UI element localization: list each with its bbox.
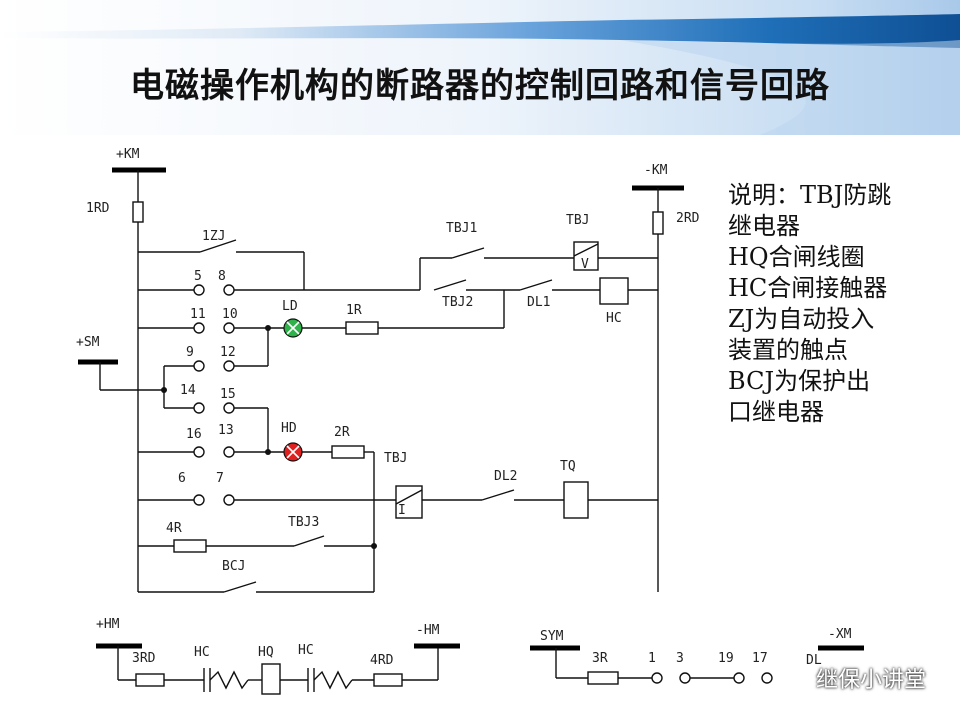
fuse-1rd-label: 1RD <box>86 201 110 216</box>
node-12: 12 <box>220 345 236 360</box>
resistor-4r <box>173 539 207 553</box>
contact-dl1 <box>519 279 553 291</box>
green-lamp-ld <box>283 318 303 338</box>
resistor-4r-label: 4R <box>166 521 182 536</box>
title-banner <box>0 0 960 135</box>
contact-dl2-label: DL2 <box>494 469 517 484</box>
fuse-1rd <box>132 201 144 223</box>
watermark-text: 继保小讲堂 <box>816 668 927 693</box>
node-1: 1 <box>648 651 656 666</box>
notes-panel: 说明：TBJ防跳继电器 HQ合闸线圈 HC合闸接触器 ZJ为自动投入装置的触点 … <box>728 180 894 428</box>
note-hc: HC合闸接触器 <box>728 274 888 302</box>
contact-tbj3-label: TBJ3 <box>288 515 319 530</box>
trip-coil-tq <box>563 481 589 519</box>
red-lamp-label: HD <box>281 421 297 436</box>
node-13: 13 <box>218 423 234 438</box>
trip-coil-tq-label: TQ <box>560 459 576 474</box>
fuse-3rd-label: 3RD <box>132 651 156 666</box>
resistor-1r <box>345 321 379 335</box>
red-lamp-hd <box>283 442 303 462</box>
node-6: 6 <box>178 471 186 486</box>
node-5: 5 <box>194 269 202 284</box>
contactor-hc-label: HC <box>606 311 622 326</box>
contact-1zj <box>199 239 237 253</box>
sym-label: SYM <box>540 629 564 644</box>
fuse-2rd-label: 2RD <box>676 211 700 226</box>
closing-coil-hq-label: HQ <box>258 645 274 660</box>
node-16: 16 <box>186 427 202 442</box>
contact-1zj-label: 1ZJ <box>202 229 225 244</box>
green-lamp-label: LD <box>282 299 298 314</box>
node-14: 14 <box>180 383 196 398</box>
resistor-2r-label: 2R <box>334 425 350 440</box>
node-11: 11 <box>190 307 206 322</box>
page-title: 电磁操作机构的断路器的控制回路和信号回路 <box>130 66 830 106</box>
note-bcj: BCJ为保护出口继电器 <box>728 367 871 426</box>
fuse-3rd <box>135 673 165 687</box>
resistor-1r-label: 1R <box>346 303 362 318</box>
resistor-2r <box>331 445 365 459</box>
relay-tbj-v-label: V <box>581 257 589 272</box>
contact-dl-label: DL <box>806 653 822 668</box>
contact-tbj2 <box>433 279 467 291</box>
contact-hc-a-label: HC <box>194 645 210 660</box>
watermark: 继保小讲堂 <box>780 662 926 694</box>
relay-tbj-i-label: I <box>398 503 406 518</box>
hm-plus-label: +HM <box>96 617 120 632</box>
node-10: 10 <box>222 307 238 322</box>
fuse-4rd <box>373 673 403 687</box>
km-minus-label: -KM <box>644 163 668 178</box>
contact-bcj <box>223 581 257 593</box>
fuse-4rd-label: 4RD <box>370 653 394 668</box>
sm-plus-label: +SM <box>76 335 100 350</box>
resistor-3r-label: 3R <box>592 651 608 666</box>
node-17: 17 <box>752 651 768 666</box>
fuse-2rd <box>652 211 664 235</box>
node-19: 19 <box>718 651 734 666</box>
contactor-hc <box>599 277 629 305</box>
note-hq: HQ合闸线圈 <box>728 243 865 271</box>
contact-dl1-label: DL1 <box>527 295 550 310</box>
resistor-3r <box>587 671 619 685</box>
relay-tbj-label: TBJ <box>566 213 589 228</box>
contact-dl2 <box>481 489 515 501</box>
node-3: 3 <box>676 651 684 666</box>
node-8: 8 <box>218 269 226 284</box>
contact-tbj1 <box>451 247 485 259</box>
contact-tbj2-label: TBJ2 <box>442 295 473 310</box>
relay-tbj-i-label-top: TBJ <box>384 451 407 466</box>
node-15: 15 <box>220 387 236 402</box>
contact-bcj-label: BCJ <box>222 559 245 574</box>
note-tbj: 说明：TBJ防跳继电器 <box>728 181 892 240</box>
closing-coil-hq <box>261 663 281 695</box>
contact-hc-b-label: HC <box>298 643 314 658</box>
contact-tbj3 <box>293 535 325 547</box>
node-9: 9 <box>186 345 194 360</box>
km-plus-label: +KM <box>116 147 140 162</box>
node-7: 7 <box>216 471 224 486</box>
contact-tbj1-label: TBJ1 <box>446 221 477 236</box>
wechat-icon <box>781 667 808 688</box>
xm-minus-label: -XM <box>828 627 852 642</box>
note-zj: ZJ为自动投入装置的触点 <box>728 305 875 364</box>
hm-minus-label: -HM <box>416 623 440 638</box>
